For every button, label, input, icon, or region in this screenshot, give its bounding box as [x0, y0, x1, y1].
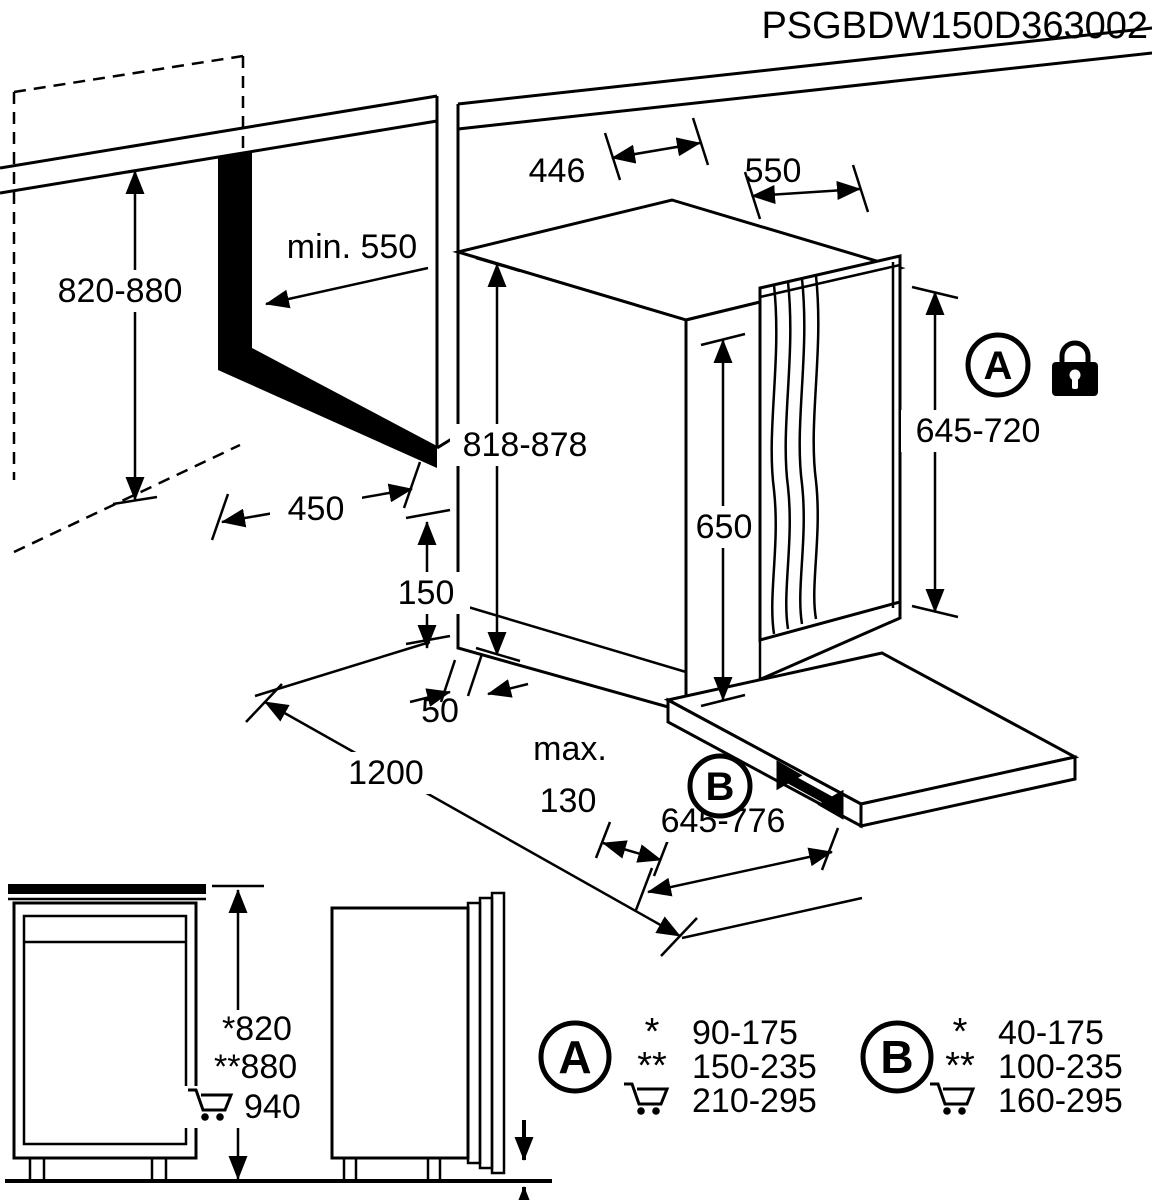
table-a-letter: A	[558, 1031, 591, 1083]
dim-appliance-height-label: 818-878	[463, 426, 588, 464]
table-a-value-2: 150-235	[692, 1048, 817, 1086]
dim-door-height-label: 650	[696, 508, 753, 546]
slide-direction-arrow-icon	[776, 760, 844, 820]
dim-top-depth-label: 550	[745, 152, 802, 190]
floor-edges	[254, 640, 863, 940]
badge-b: B	[687, 753, 753, 819]
dim-top-depth: 550	[743, 152, 870, 220]
dim-max-recess: max. 130	[533, 730, 670, 877]
cart-icon	[624, 1082, 670, 1115]
dim-niche-height-label: 820-880	[58, 272, 183, 310]
decor-door-panel	[758, 254, 902, 680]
lock-icon	[1052, 340, 1098, 396]
side-view-drawing	[330, 891, 534, 1200]
dim-panel-height-label: 645-720	[916, 412, 1041, 450]
dishwasher-body	[452, 198, 906, 715]
dim-panel-height: 645-720	[901, 285, 1055, 619]
dim-min-depth-label: min. 550	[287, 228, 417, 266]
countertop	[0, 26, 1152, 450]
badge-b-letter: B	[706, 765, 735, 809]
sliding-bottom-panel	[663, 651, 1080, 829]
table-a-value-3: 210-295	[692, 1082, 817, 1120]
table-a-marker-1: *	[645, 1011, 660, 1053]
table-b: B * 40-175 ** 100-235 160-295	[860, 1011, 1123, 1120]
dim-max-value: 130	[540, 782, 597, 820]
dim-top-width-label: 446	[529, 152, 586, 190]
dim-side-gap: 50	[409, 653, 529, 730]
table-b-value-3: 160-295	[998, 1082, 1123, 1120]
table-b-letter: B	[880, 1031, 913, 1083]
dim-min-depth: min. 550	[265, 228, 429, 309]
table-a-value-1: 90-175	[692, 1014, 798, 1052]
table-a-marker-2: **	[637, 1045, 667, 1087]
dim-door-height: 650	[692, 332, 756, 708]
page-title: PSGBDW150D363002	[761, 5, 1148, 47]
dim-niche-width-label: 450	[288, 490, 345, 528]
table-a: A * 90-175 ** 150-235 210-295	[538, 1011, 817, 1120]
height-double-star-label: **880	[214, 1048, 297, 1086]
cart-icon	[930, 1082, 976, 1115]
dim-bottom-panel-width: 645-776	[634, 800, 840, 911]
dim-top-width: 446	[529, 117, 710, 190]
badge-a-letter: A	[984, 344, 1013, 388]
height-cart-label: 940	[244, 1088, 301, 1126]
table-b-value-2: 100-235	[998, 1048, 1123, 1086]
cart-icon	[188, 1088, 234, 1121]
dim-plinth-clearance-label: 150	[398, 574, 455, 612]
niche-shadow	[218, 151, 437, 468]
height-star-label: *820	[222, 1010, 292, 1048]
dim-plinth-clearance: 150	[382, 508, 470, 649]
table-b-marker-1: *	[953, 1011, 968, 1053]
dim-max-word: max.	[533, 730, 607, 768]
badge-a: A	[965, 332, 1031, 398]
dim-appliance-height: 818-878	[450, 256, 600, 663]
table-b-value-1: 40-175	[998, 1014, 1104, 1052]
dim-front-clearance-label: 1200	[348, 754, 424, 792]
dim-niche-width: 450	[210, 461, 422, 541]
dim-niche-height: 820-880	[45, 165, 195, 506]
front-view-drawing: *820 **880 940	[8, 884, 338, 1183]
dim-front-clearance: 1200	[245, 683, 698, 957]
table-b-marker-2: **	[945, 1045, 975, 1087]
